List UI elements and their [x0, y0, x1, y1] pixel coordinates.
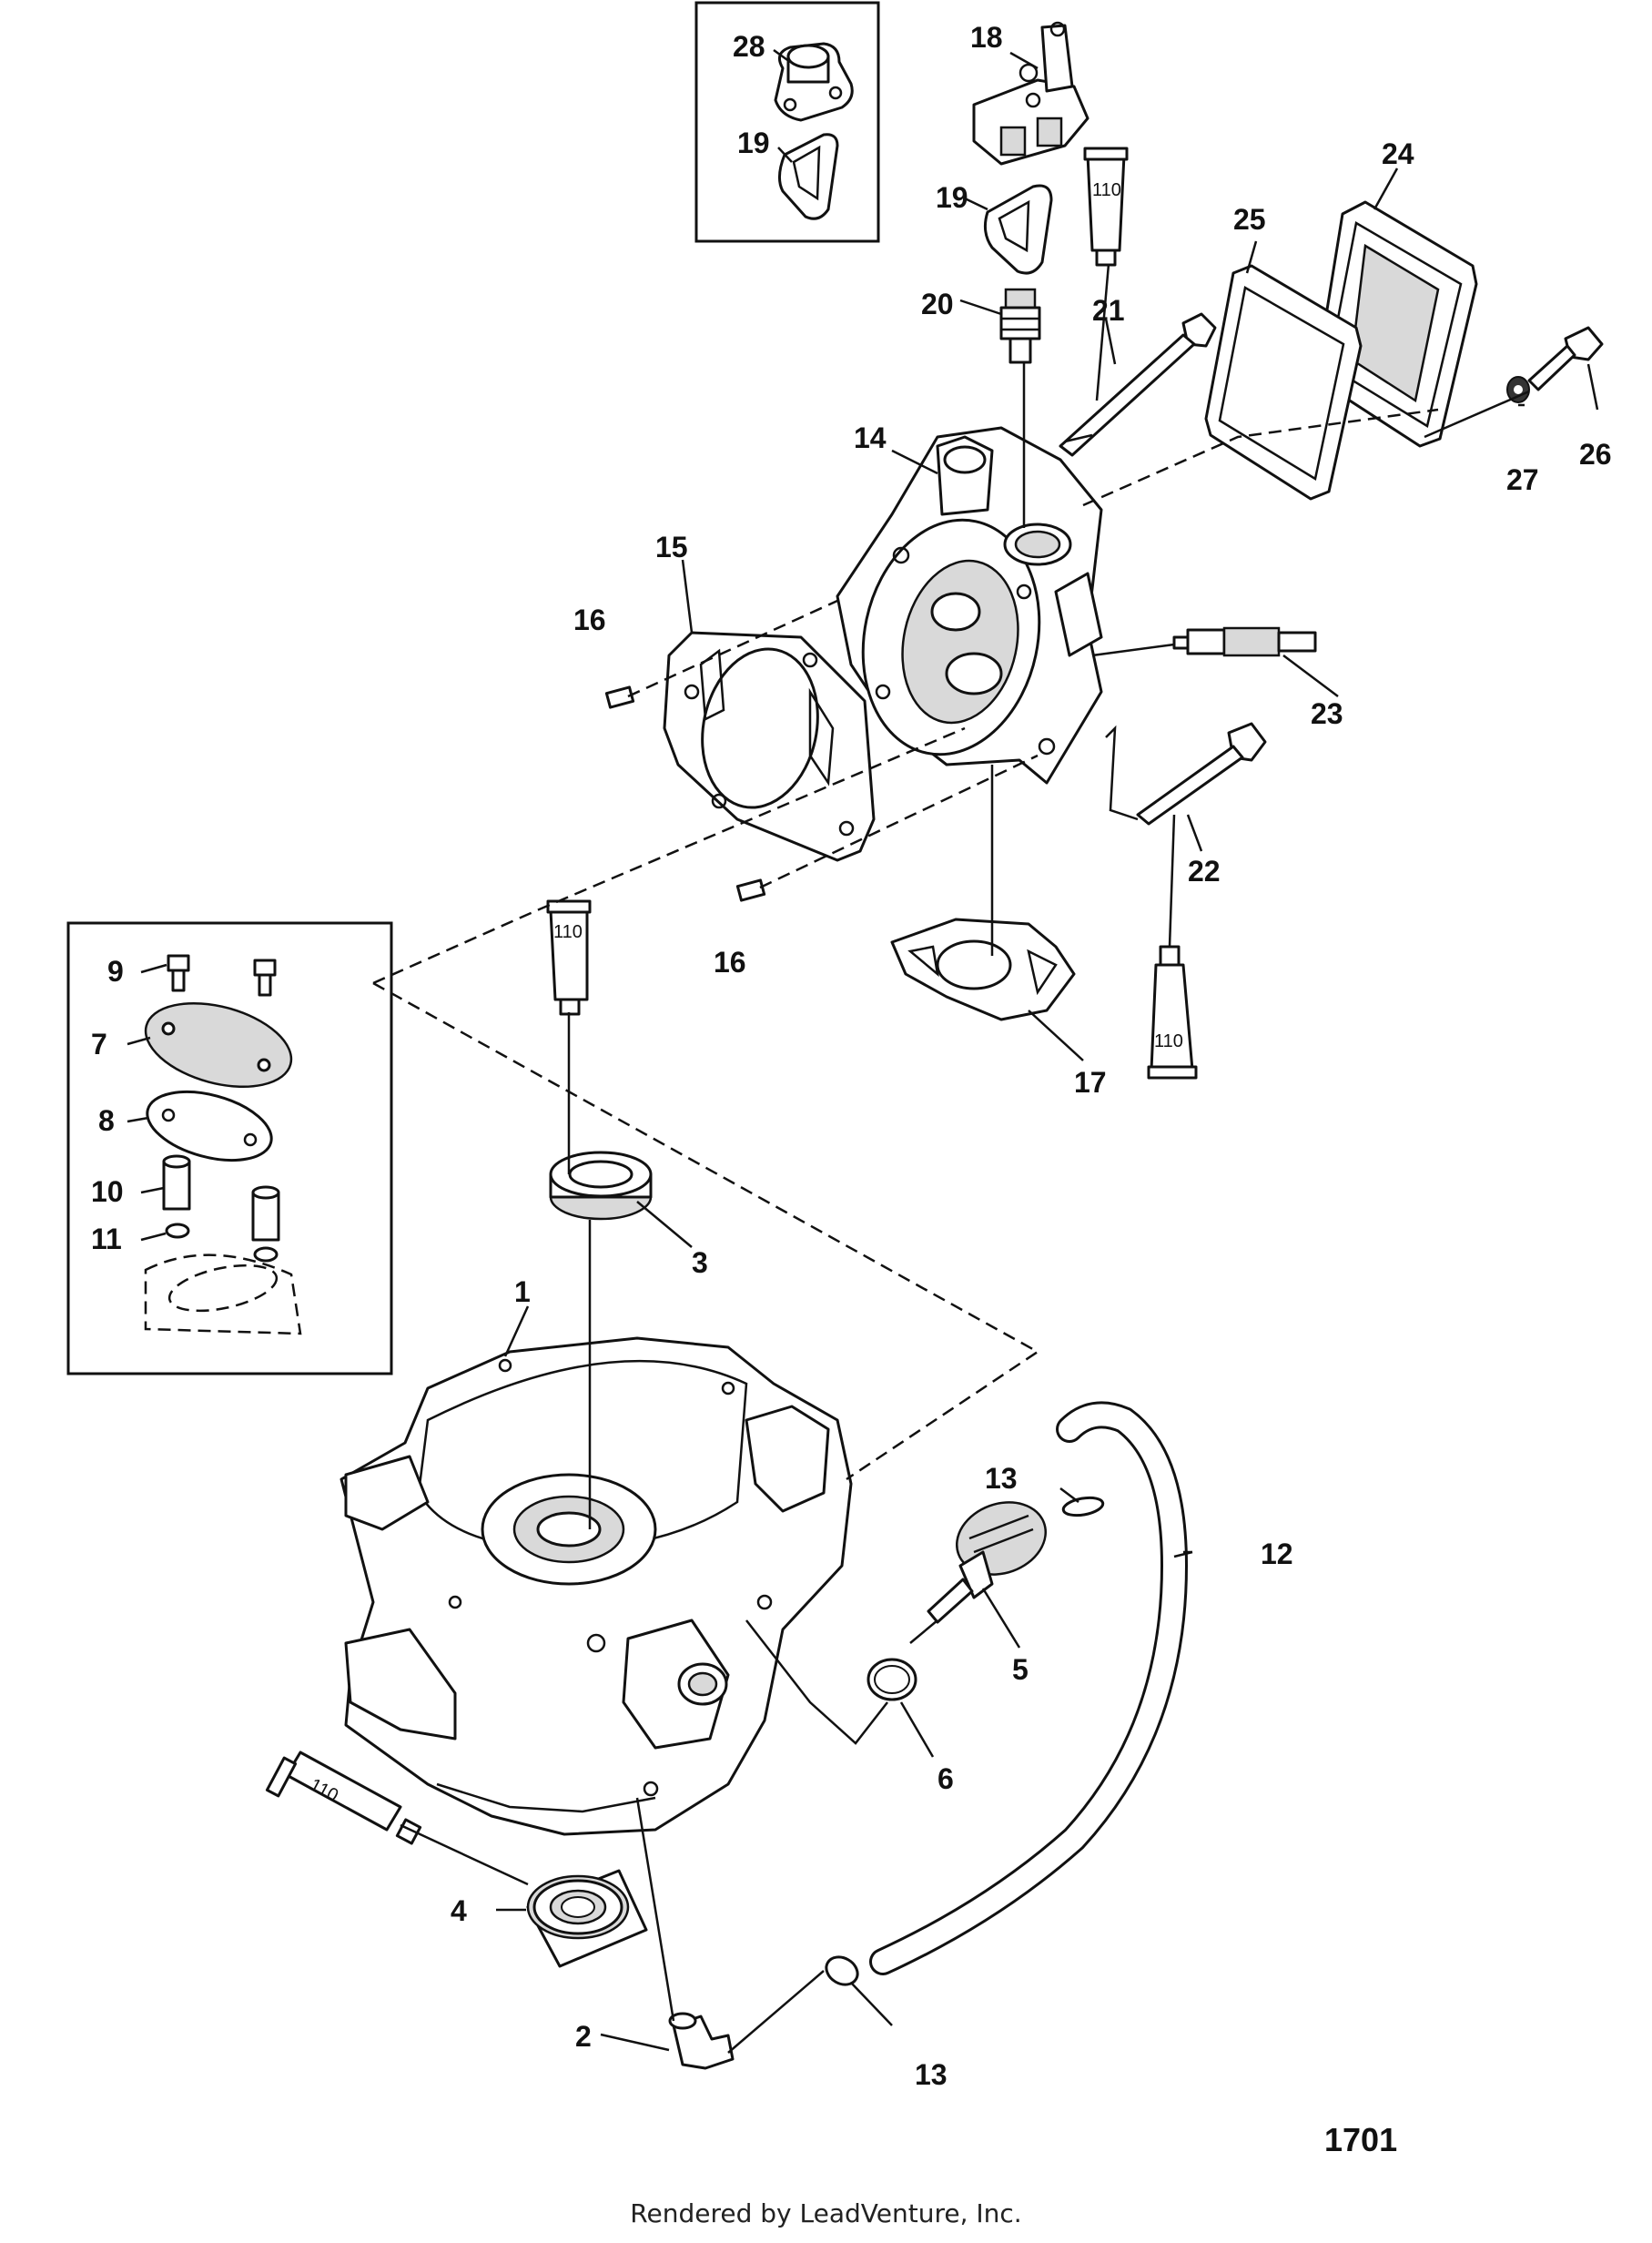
- part-11-washers: [165, 1223, 279, 1263]
- part-9-screws: [167, 954, 277, 997]
- callout-18: 18: [970, 21, 1003, 54]
- part-12-hose: [869, 1401, 1189, 1975]
- part-6-o-ring: [867, 1658, 917, 1701]
- callout-24: 24: [1382, 137, 1414, 170]
- part-21-bolt: [1059, 312, 1217, 457]
- callout-1: 1: [514, 1275, 531, 1308]
- part-22-bolt: [1136, 722, 1267, 826]
- part-26-screw: [1527, 326, 1604, 391]
- callout-14: 14: [854, 421, 887, 454]
- callout-26: 26: [1579, 438, 1612, 471]
- part-28-thermostat-cover: [774, 42, 854, 122]
- tube-label-center: 110: [553, 922, 583, 942]
- part-16-dowel-pin-upper: [604, 685, 635, 709]
- callout-16-upper: 16: [573, 604, 606, 636]
- dashed-alignment-gasket: [627, 599, 838, 698]
- dashed-alignment-lower: [372, 981, 1040, 1481]
- callout-19: 19: [936, 181, 968, 214]
- part-27-washer: [1506, 376, 1530, 403]
- part-13-hose-clamp-lower: [825, 1955, 859, 1986]
- sealant-tube-110-top: 110: [1083, 147, 1129, 267]
- tube-label-right: 110: [1154, 1031, 1183, 1051]
- part-5-oil-filler-cap: [927, 1501, 1047, 1624]
- callout-28: 28: [733, 30, 765, 63]
- part-2-elbow-fitting: [668, 2012, 735, 2070]
- part-19-gasket: [983, 184, 1053, 275]
- part-13-hose-clamp-upper: [1061, 1496, 1105, 1517]
- callout-16-lower: 16: [714, 946, 746, 979]
- sealant-tube-110-bottom: 110: [265, 1751, 422, 1845]
- callout-5: 5: [1012, 1653, 1029, 1686]
- callout-25: 25: [1233, 203, 1266, 236]
- part-7-cover-plate: [144, 1001, 293, 1089]
- callout-8: 8: [98, 1104, 115, 1137]
- callout-3: 3: [692, 1246, 708, 1279]
- sealant-tube-110-right: 110: [1147, 945, 1198, 1080]
- part-19-gasket-inset: [778, 133, 839, 220]
- callout-12: 12: [1261, 1538, 1293, 1570]
- callout-9: 9: [107, 955, 124, 988]
- part-16-dowel-pin-lower: [735, 878, 766, 902]
- part-8-gasket: [146, 1090, 273, 1162]
- figure-number: 1701: [1324, 2121, 1398, 2158]
- callout-4: 4: [451, 1894, 467, 1927]
- part-15-head-gasket: [663, 631, 876, 862]
- callout-6: 6: [937, 1762, 954, 1795]
- callout-11: 11: [91, 1223, 122, 1255]
- inset-box-left: [66, 921, 393, 1375]
- callout-2: 2: [575, 2020, 592, 2053]
- part-25-cover-gasket: [1204, 264, 1363, 501]
- dashed-alignment-left: [372, 726, 966, 985]
- callout-27: 27: [1506, 463, 1539, 496]
- part-20-thermostat: [999, 288, 1041, 364]
- callout-13-lower: 13: [915, 2058, 948, 2091]
- part-4-ball-bearing: [526, 1869, 648, 1968]
- footer-credit: Rendered by LeadVenture, Inc.: [630, 2198, 1022, 2228]
- callout-22: 22: [1188, 855, 1221, 888]
- sealant-tube-110-center: 110: [546, 899, 592, 1016]
- part-10-sleeves: [162, 1154, 280, 1242]
- part-14-cylinder-head: [836, 426, 1103, 785]
- dashed-cover-line: [1082, 408, 1439, 507]
- callout-19-inset: 19: [737, 127, 770, 159]
- callout-7: 7: [91, 1028, 107, 1061]
- part-17-lower-gasket: [890, 918, 1076, 1021]
- part-18-thermostat-housing: [972, 21, 1090, 166]
- callout-13-upper: 13: [985, 1462, 1018, 1495]
- callout-15: 15: [655, 531, 688, 563]
- callout-17: 17: [1074, 1066, 1107, 1099]
- callout-10: 10: [91, 1175, 124, 1208]
- tube-label-top: 110: [1092, 180, 1121, 200]
- callout-21: 21: [1092, 294, 1125, 327]
- inset-box-top: [694, 1, 880, 243]
- callout-23: 23: [1311, 697, 1343, 730]
- inset-port-outline: [144, 1253, 302, 1335]
- dashed-alignment-gasket-low: [759, 754, 1039, 889]
- part-23-spark-plug: [1172, 626, 1317, 657]
- callout-20: 20: [921, 288, 954, 320]
- part-3-oil-seal: [549, 1151, 653, 1221]
- part-1-crankcase: [340, 1336, 853, 1836]
